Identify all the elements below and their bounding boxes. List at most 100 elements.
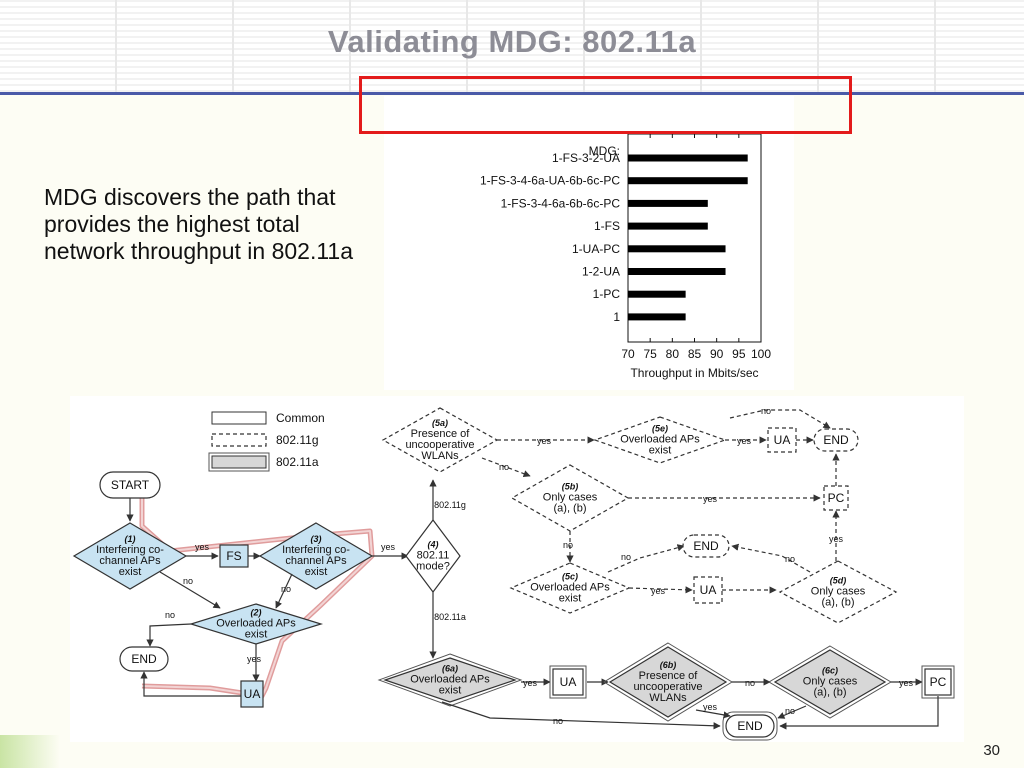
node-6c-text-1: (a), (b)	[814, 687, 847, 699]
start-node-label: START	[111, 478, 150, 492]
edge-label-n2-end: no	[165, 610, 175, 620]
node-5c-text-0: Overloaded APs	[530, 582, 610, 594]
x-tick-label: 90	[710, 347, 724, 361]
body-text: MDG discovers the path that provides the…	[44, 184, 354, 264]
edge-label-5c-ua: yes	[651, 586, 666, 596]
x-tick-label: 75	[643, 347, 657, 361]
edge-label-6c-pc: yes	[899, 678, 914, 688]
edge-ua-end	[140, 671, 241, 697]
bar	[628, 268, 726, 275]
node-5a	[381, 407, 499, 473]
pc-top-box-label: PC	[828, 491, 845, 505]
category-label: 1-FS-3-2-UA	[552, 151, 620, 165]
node-5d-id: (5d)	[830, 576, 847, 586]
edge-label-5e-end: no	[761, 406, 771, 416]
edge-5d-end	[731, 543, 811, 573]
node-5e-id: (5e)	[652, 424, 668, 434]
category-label: 1-FS-3-4-6a-6b-6c-PC	[501, 196, 621, 210]
node-5e	[593, 416, 727, 464]
legend-common-swatch	[211, 411, 267, 425]
node-4-text-1: mode?	[416, 561, 450, 573]
node-6c-outer	[768, 645, 892, 719]
edge-5c-end	[607, 544, 685, 573]
edge-label-6a-ua: yes	[523, 678, 538, 688]
edge-label-5d-pc: yes	[829, 534, 844, 544]
edge-5a-5b	[481, 457, 531, 478]
category-label: 1-2-UA	[582, 265, 620, 279]
bar	[628, 199, 708, 207]
end-mid-node	[682, 534, 730, 558]
node-6b-text-1: uncooperative	[633, 681, 702, 693]
bar	[628, 222, 708, 230]
end-top-node	[813, 428, 859, 452]
category-label: 1-UA-PC	[572, 242, 620, 256]
node-5e-text-0: Overloaded APs	[620, 434, 700, 446]
edge-label-5a-5b: no	[499, 462, 509, 472]
edge-label-n3-n2: no	[281, 584, 291, 594]
highlight-path-inner	[141, 494, 373, 697]
ua-6a-box-label: UA	[560, 675, 577, 689]
ua-5c-box-label: UA	[700, 583, 717, 597]
bar	[628, 177, 748, 185]
fs-box-label: FS	[226, 549, 241, 563]
end-left-node	[119, 646, 169, 672]
edge-label-6a-end: no	[553, 716, 563, 726]
highlight-box	[359, 76, 852, 134]
x-axis-label: Throughput in Mbits/sec	[630, 366, 758, 380]
node-5b-text-1: (a), (b)	[554, 503, 587, 515]
edge-6a-end	[441, 701, 721, 730]
node-6a-outer	[377, 653, 523, 707]
chart-axes-frame	[627, 133, 762, 343]
edge-n2-end	[146, 623, 192, 647]
legend-80211g-swatch	[211, 433, 267, 447]
pc-bottom-box-label: PC	[930, 675, 947, 689]
pc-top-box	[823, 485, 849, 511]
node-6a-id: (6a)	[442, 664, 458, 674]
ua-6a-box-outer	[549, 665, 587, 699]
node-2-id: (2)	[251, 608, 262, 618]
node-5b-text-0: Only cases	[543, 492, 598, 504]
edge-label-5b-pc: yes	[703, 494, 718, 504]
node-5b-id: (5b)	[562, 482, 579, 492]
end-top-node-label: END	[823, 433, 849, 447]
end-bottom-node-label: END	[737, 719, 763, 733]
ua-5e-box	[767, 427, 797, 453]
node-3-text-1: channel APs	[285, 555, 347, 567]
edge-label-6b-6c: no	[745, 678, 755, 688]
node-6b-outer	[603, 642, 733, 722]
node-5c-id: (5c)	[562, 572, 578, 582]
node-6b-id: (6b)	[660, 660, 677, 670]
node-5e-text-1: exist	[649, 445, 672, 457]
ua-left-box-label: UA	[244, 687, 261, 701]
edge-n3-n2	[275, 573, 293, 609]
edge-n1-n2	[159, 571, 221, 609]
node-5a-text-1: uncooperative	[405, 439, 474, 451]
node-1-text-0: Interfering co-	[96, 544, 164, 556]
x-tick-label: 70	[621, 347, 635, 361]
edge-label-5a-5e: yes	[537, 436, 552, 446]
edge-6b-end	[695, 709, 731, 719]
node-6c	[773, 649, 887, 715]
node-2-text-1: exist	[245, 629, 268, 641]
edge-label-n3-n4: yes	[381, 542, 396, 552]
node-5d	[778, 560, 898, 624]
legend-80211a-outer	[208, 452, 270, 472]
node-5d-text-0: Only cases	[811, 586, 866, 598]
flowchart-svg: Common802.11g802.11aSTART(1)Interfering …	[72, 406, 955, 741]
edge-label-5b-5c: no	[563, 540, 573, 550]
chart-header-label: MDG:	[589, 144, 620, 158]
node-6a	[383, 657, 517, 703]
bar	[628, 154, 748, 162]
node-6c-text-0: Only cases	[803, 676, 858, 688]
node-1-text-1: channel APs	[99, 555, 161, 567]
bar	[628, 245, 726, 253]
node-1	[72, 522, 188, 590]
node-5c-text-1: exist	[559, 593, 582, 605]
node-3-id: (3)	[311, 534, 322, 544]
end-bottom-node	[725, 714, 775, 738]
node-3-text-0: Interfering co-	[282, 544, 350, 556]
end-mid-node-label: END	[693, 539, 719, 553]
node-5a-text-0: Presence of	[411, 428, 471, 440]
edge-label-n1-n2: no	[183, 576, 193, 586]
